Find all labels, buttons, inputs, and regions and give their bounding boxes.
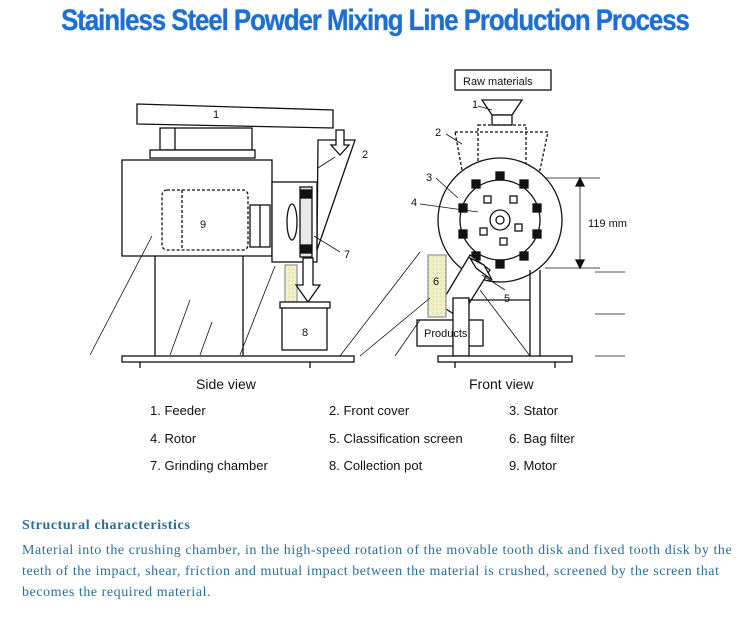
label-6: 6 — [433, 276, 439, 288]
structural-heading: Structural characteristics — [22, 518, 191, 533]
process-diagram: 1 2 9 7 8 Raw materials 1 2 3 4 5 6 Prod… — [89, 69, 627, 392]
label-8: 8 — [302, 327, 308, 339]
legend-item-classification-screen: 5. Classification screen — [329, 431, 463, 446]
side-view-drawing — [89, 103, 356, 368]
label-7: 7 — [344, 249, 350, 261]
motor-housing — [121, 159, 273, 257]
legend-item-grinding-chamber: 7. Grinding chamber — [150, 458, 268, 473]
collection-pot-side — [281, 305, 328, 351]
raw-materials-box — [454, 69, 552, 91]
label-3: 3 — [426, 172, 432, 184]
label-2-side: 2 — [362, 149, 368, 161]
legend-item-stator: 3. Stator — [509, 403, 559, 418]
products-label: Products — [424, 328, 468, 340]
motor-dashed — [161, 189, 249, 251]
feeder-plate — [136, 103, 334, 129]
label-1-front: 1 — [472, 99, 478, 111]
label-2-front: 2 — [435, 127, 441, 139]
feed-arrow — [329, 129, 351, 156]
legend-item-rotor: 4. Rotor — [150, 431, 197, 446]
products-box — [416, 319, 484, 347]
label-1-side: 1 — [213, 109, 219, 121]
front-view-label: Front view — [469, 376, 534, 392]
legend-item-collection-pot: 8. Collection pot — [329, 458, 423, 473]
legend-item-feeder: 1. Feeder — [150, 403, 206, 418]
structural-body: Material into the crushing chamber, in t… — [22, 543, 733, 600]
raw-materials-label: Raw materials — [463, 76, 533, 88]
top-cylinder — [159, 127, 253, 151]
front-cover-dashed — [454, 131, 549, 171]
page-title: Stainless Steel Powder Mixing Line Produ… — [61, 4, 690, 37]
legend-item-front-cover: 2. Front cover — [329, 403, 410, 418]
label-9: 9 — [200, 219, 206, 231]
legend-item-motor: 9. Motor — [509, 458, 557, 473]
label-5: 5 — [504, 293, 510, 305]
dimension-label: 119 mm — [588, 218, 627, 230]
legend-item-bag-filter: 6. Bag filter — [509, 431, 575, 446]
bag-filter-front — [427, 254, 447, 318]
front-view-drawing — [339, 69, 625, 368]
label-4: 4 — [411, 197, 417, 209]
bag-filter-side — [284, 264, 298, 308]
side-view-label: Side view — [196, 376, 257, 392]
